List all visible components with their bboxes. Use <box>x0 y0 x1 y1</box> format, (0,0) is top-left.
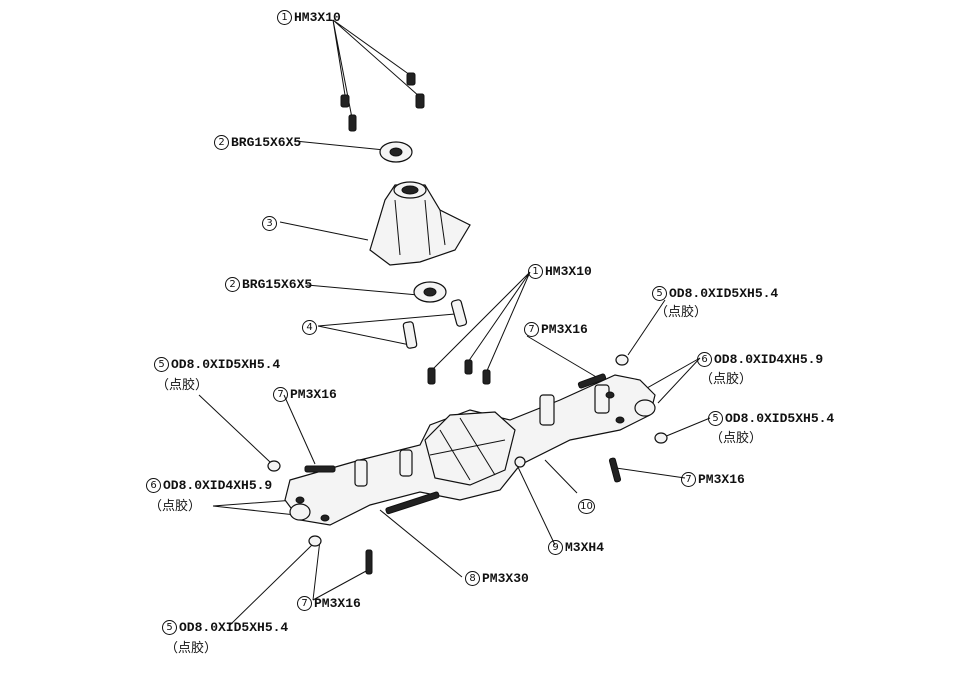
callout-5-bottom-note: （点胶） <box>165 641 218 656</box>
screws-pm <box>304 373 622 575</box>
bearing-lower <box>413 281 447 303</box>
gear-housing-cover <box>369 181 471 266</box>
bearing-top <box>379 141 413 163</box>
callout-5-right-note: （点胶） <box>710 431 763 446</box>
callout-3: 3 <box>262 216 279 232</box>
callout-6-right-note: （点胶） <box>700 372 753 387</box>
screw-hm3x10-mid <box>427 359 491 385</box>
callout-6-left-note: （点胶） <box>149 499 202 514</box>
link-mounts <box>402 299 468 349</box>
axle-housing <box>284 374 656 526</box>
leader-lines <box>198 19 711 626</box>
screw-hm3x10-top <box>340 72 425 132</box>
callout-10: 10 <box>578 499 597 515</box>
bushings <box>267 354 668 547</box>
callout-5-upper-right-note: （点胶） <box>655 305 708 320</box>
callout-5-left-note: （点胶） <box>156 378 209 393</box>
callout-4: 4 <box>302 320 319 336</box>
